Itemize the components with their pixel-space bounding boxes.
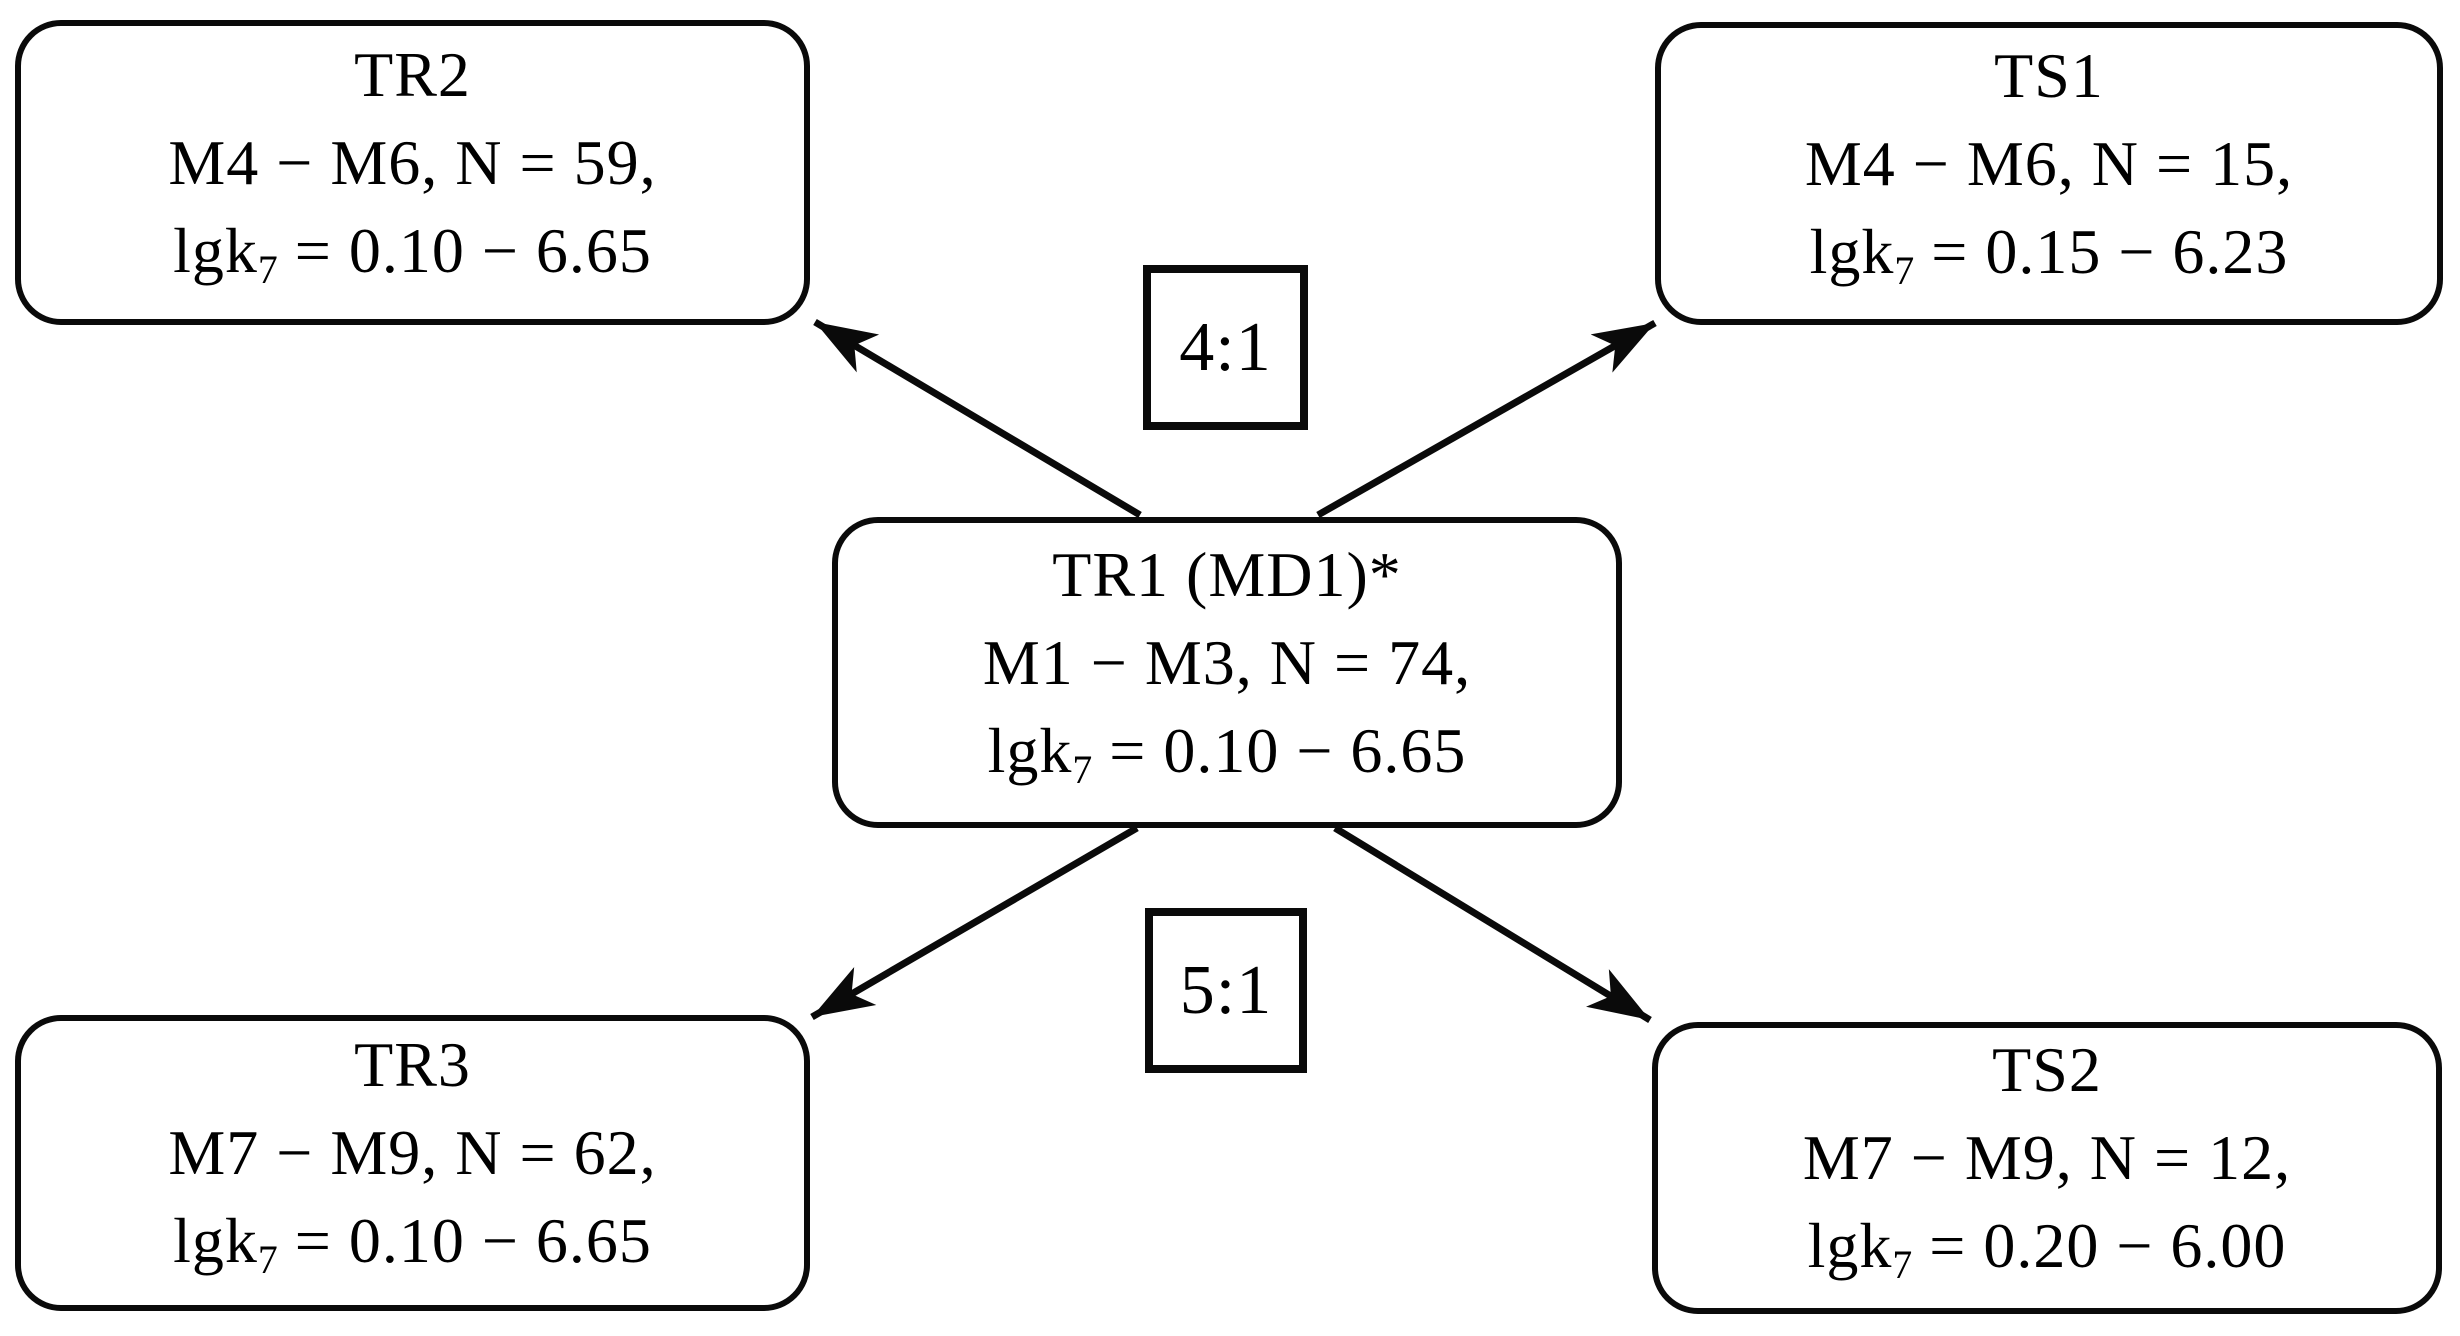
node-title: TR2 (354, 38, 471, 110)
formula-subscript: 7 (257, 248, 278, 293)
arrow-tr1-to-ts2 (1333, 825, 1652, 1023)
node-members: M4 − M6, N = 15, (1804, 127, 2294, 199)
node-tr2: TR2 M4 − M6, N = 59, lgk7 = 0.10 − 6.65 (15, 20, 810, 325)
arrow-tr1-to-tr2 (813, 318, 1142, 519)
formula-pre: lgk (173, 214, 258, 286)
formula-subscript: 7 (1892, 1243, 1913, 1288)
split-ratio-label: 4:1 (1179, 308, 1272, 386)
node-title: TR3 (354, 1029, 471, 1101)
arrow-tr1-to-ts1 (1316, 319, 1657, 519)
node-title: TR1 (MD1)* (1052, 538, 1402, 610)
split-ratio-bottom: 5:1 (1145, 908, 1307, 1073)
node-tr3: TR3 M7 − M9, N = 62, lgk7 = 0.10 − 6.65 (15, 1015, 810, 1311)
node-ts2: TS2 M7 − M9, N = 12, lgk7 = 0.20 − 6.00 (1652, 1022, 2442, 1314)
node-tr1-center: TR1 (MD1)* M1 − M3, N = 74, lgk7 = 0.10 … (832, 517, 1622, 828)
node-formula: lgk7 = 0.10 − 6.65 (988, 707, 1467, 814)
formula-pre: lgk (1807, 1210, 1893, 1282)
formula-subscript: 7 (257, 1238, 278, 1283)
arrow-tr1-to-tr3 (810, 824, 1139, 1021)
formula-range: = 0.20 − 6.00 (1912, 1210, 2287, 1282)
split-ratio-top: 4:1 (1143, 265, 1308, 430)
formula-range: = 0.15 − 6.23 (1914, 215, 2289, 287)
formula-range: = 0.10 − 6.65 (277, 214, 652, 286)
node-title: TS2 (1992, 1034, 2102, 1106)
node-ts1: TS1 M4 − M6, N = 15, lgk7 = 0.15 − 6.23 (1655, 22, 2443, 325)
formula-pre: lgk (987, 714, 1073, 786)
node-members: M4 − M6, N = 59, (168, 126, 657, 198)
formula-range: = 0.10 − 6.65 (1092, 714, 1467, 786)
node-formula: lgk7 = 0.10 − 6.65 (173, 207, 652, 314)
node-formula: lgk7 = 0.10 − 6.65 (173, 1197, 652, 1304)
formula-subscript: 7 (1072, 748, 1093, 793)
formula-pre: lgk (173, 1205, 258, 1277)
node-formula: lgk7 = 0.20 − 6.00 (1808, 1202, 2287, 1309)
node-members: M7 − M9, N = 62, (168, 1117, 657, 1189)
node-formula: lgk7 = 0.15 − 6.23 (1810, 208, 2289, 315)
split-ratio-label: 5:1 (1179, 951, 1273, 1029)
node-title: TS1 (1994, 39, 2104, 111)
node-members: M1 − M3, N = 74, (982, 626, 1472, 698)
formula-subscript: 7 (1894, 249, 1915, 294)
node-members: M7 − M9, N = 12, (1802, 1122, 2292, 1194)
formula-pre: lgk (1809, 215, 1895, 287)
formula-range: = 0.10 − 6.65 (277, 1205, 652, 1277)
